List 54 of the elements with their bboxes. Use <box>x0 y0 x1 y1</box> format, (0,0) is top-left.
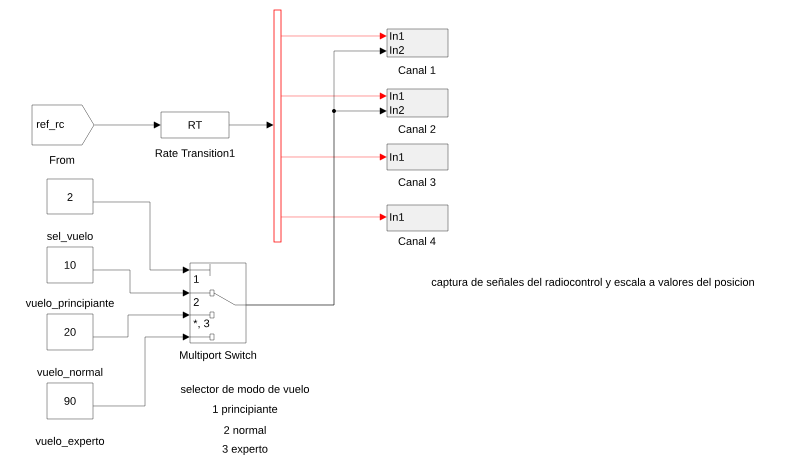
block-text: 10 <box>64 261 76 269</box>
connector <box>93 270 190 296</box>
port-label: In2 <box>390 46 404 54</box>
connector <box>281 214 387 220</box>
subsystem-block <box>386 204 448 232</box>
block-label: Canal 1 <box>398 66 436 74</box>
port-label: Canal 4 <box>398 236 436 246</box>
block-label: vuelo_normal <box>37 368 102 378</box>
block <box>46 178 94 214</box>
block-label: From <box>50 156 74 164</box>
block-label: Multiport Switch <box>180 350 256 362</box>
note-text: 2 normal <box>224 426 266 434</box>
connector <box>246 108 387 306</box>
port-number: 2 <box>194 298 199 306</box>
block-label: vuelo_principiante <box>26 298 114 310</box>
subsystem-block <box>386 28 448 58</box>
block-label: Canal 2 <box>398 124 436 134</box>
port-label: Canal 3 <box>398 178 436 186</box>
connector <box>93 202 190 274</box>
subsystem-block <box>386 88 448 118</box>
connector <box>93 334 190 406</box>
connector <box>281 154 387 160</box>
port-number: 1 <box>194 275 199 283</box>
connector <box>94 122 161 128</box>
block-text: ref_rc <box>36 120 64 130</box>
block <box>160 112 230 138</box>
connector <box>93 312 190 338</box>
from-block <box>32 104 94 146</box>
block-label: Rate Transition1 <box>156 148 235 158</box>
note-text: 3 experto <box>222 445 268 455</box>
port-label: In1 <box>390 153 404 161</box>
note-text: 1 principiante <box>213 404 278 416</box>
note-text: captura de señales del radiocontrol y escala a valores del posicion <box>432 278 754 288</box>
block-text: 2 <box>68 193 73 201</box>
multiport-switch <box>190 262 246 344</box>
block-text: RT <box>188 121 202 129</box>
port-label: In1 <box>390 32 404 40</box>
block <box>46 382 94 420</box>
port-number: *, 3 <box>193 319 210 329</box>
note-text: selector de modo de vuelo <box>180 384 310 394</box>
port-label: In2 <box>390 106 404 114</box>
block <box>46 246 94 284</box>
block-text: 90 <box>64 397 76 405</box>
block <box>46 314 94 350</box>
connector <box>229 122 274 128</box>
block-label: sel_vuelo <box>47 232 93 242</box>
port-label: In1 <box>390 213 404 221</box>
block-label: vuelo_experto <box>36 436 104 448</box>
port-label: In1 <box>390 92 404 100</box>
block-text: 20 <box>64 328 76 336</box>
demux-bar <box>274 10 282 242</box>
connector <box>281 92 387 100</box>
subsystem-block <box>386 144 448 170</box>
connector <box>281 32 387 40</box>
